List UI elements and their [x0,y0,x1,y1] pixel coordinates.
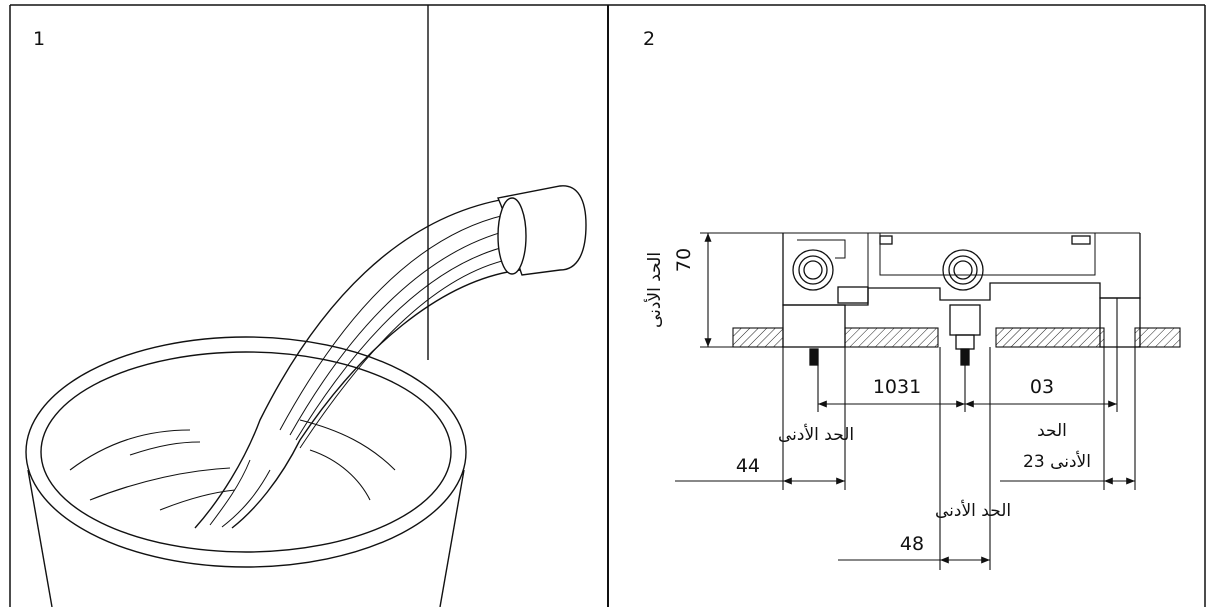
frame [9,4,1206,607]
right-port-ring [942,249,984,291]
panel-2-drawing [700,232,1141,366]
bottom-min-label: الحد الأدنى [935,500,1011,521]
right-mount-block [1099,297,1141,348]
center-dimension: 1031 [873,376,921,398]
height-min-label: الحد الأدنى [644,252,665,328]
dimension-lines [675,232,1136,570]
dimension-labels: الحد الأدنى 70 1031 03 الحد الأدنى 44 ال… [644,248,1091,555]
panel-2-number: 2 [643,28,655,50]
right-min-label-line2: الأدنى 23 [1023,451,1091,472]
center-fitting [949,304,981,336]
left-min-label: الحد الأدنى [778,424,854,445]
faucet-spout [497,185,587,276]
left-dimension: 44 [736,455,760,477]
panel-1-number: 1 [33,28,45,50]
bucket [25,336,467,607]
panel-1-illustration [25,5,587,607]
right-dimension: 03 [1030,376,1054,398]
bottom-dimension: 48 [900,533,924,555]
mounting-surface [732,327,1181,348]
left-port-ring [792,249,834,291]
left-mount-block [782,304,846,348]
right-min-label-line1: الحد [1037,421,1067,441]
height-value: 70 [673,248,695,272]
water-stream [194,199,521,529]
